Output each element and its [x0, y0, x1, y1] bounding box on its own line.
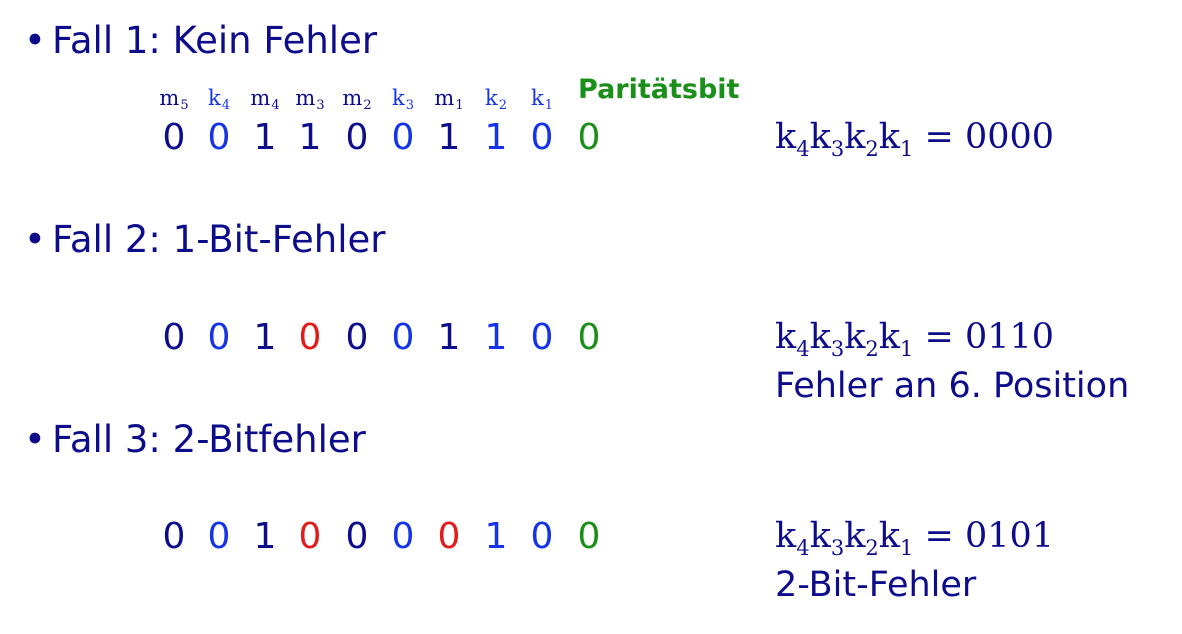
bit-3-2: 0: [207, 516, 231, 557]
bit-3-3: 1: [253, 516, 277, 557]
bit-3-1: 0: [162, 516, 186, 557]
bit-1-3: 1: [253, 117, 277, 158]
bit-1-4: 1: [298, 117, 322, 158]
bit-3-6: 0: [391, 516, 415, 557]
bit-2-3: 1: [253, 317, 277, 358]
bit-label-m1: m1: [434, 86, 464, 113]
bit-1-6: 0: [391, 117, 415, 158]
bit-3-10: 0: [577, 516, 601, 557]
bit-2-8: 1: [484, 317, 508, 358]
case-1-syndrome: k4k3k2k1 = 0000: [775, 117, 1055, 161]
bit-3-8: 1: [484, 516, 508, 557]
bit-1-8: 1: [484, 117, 508, 158]
bit-2-6: 0: [391, 317, 415, 358]
case-2-title: Fall 2: 1-Bit-Fehler: [52, 218, 386, 261]
bit-2-7: 1: [437, 317, 461, 358]
bit-3-7: 0: [437, 516, 461, 557]
bit-label-m4: m4: [250, 86, 280, 113]
bullet: •: [24, 418, 46, 461]
bit-2-2: 0: [207, 317, 231, 358]
bit-2-10: 0: [577, 317, 601, 358]
syndrome-value: = 0101: [913, 516, 1055, 556]
bit-3-4: 0: [298, 516, 322, 557]
bit-1-9: 0: [530, 117, 554, 158]
bit-2-5: 0: [345, 317, 369, 358]
bit-label-k1: k1: [530, 86, 554, 113]
case-2-note: Fehler an 6. Position: [775, 366, 1130, 406]
bit-label-m3: m3: [295, 86, 325, 113]
bit-2-4: 0: [298, 317, 322, 358]
bit-1-10: 0: [577, 117, 601, 158]
bit-label-m2: m2: [342, 86, 372, 113]
case-1-title: Fall 1: Kein Fehler: [52, 19, 378, 62]
case-3-syndrome: k4k3k2k1 = 0101: [775, 516, 1055, 560]
case-3-title: Fall 3: 2-Bitfehler: [52, 418, 366, 461]
bullet: •: [24, 19, 46, 62]
bit-3-5: 0: [345, 516, 369, 557]
bit-2-9: 0: [530, 317, 554, 358]
bit-1-7: 1: [437, 117, 461, 158]
bit-label-k2: k2: [484, 86, 508, 113]
bit-1-5: 0: [345, 117, 369, 158]
bit-2-1: 0: [162, 317, 186, 358]
bit-3-9: 0: [530, 516, 554, 557]
bit-1-2: 0: [207, 117, 231, 158]
parity-bit-label: Paritätsbit: [578, 74, 740, 105]
bit-label-m5: m5: [159, 86, 189, 113]
case-3-note: 2-Bit-Fehler: [775, 565, 977, 605]
bullet: •: [24, 218, 46, 261]
bit-label-k4: k4: [207, 86, 231, 113]
case-1-heading: •Fall 1: Kein Fehler: [24, 22, 377, 59]
syndrome-value: = 0000: [913, 117, 1055, 157]
bit-label-k3: k3: [391, 86, 415, 113]
case-2-syndrome: k4k3k2k1 = 0110: [775, 317, 1055, 361]
case-3-heading: •Fall 3: 2-Bitfehler: [24, 421, 366, 458]
syndrome-value: = 0110: [913, 317, 1055, 357]
case-2-heading: •Fall 2: 1-Bit-Fehler: [24, 221, 385, 258]
bit-1-1: 0: [162, 117, 186, 158]
